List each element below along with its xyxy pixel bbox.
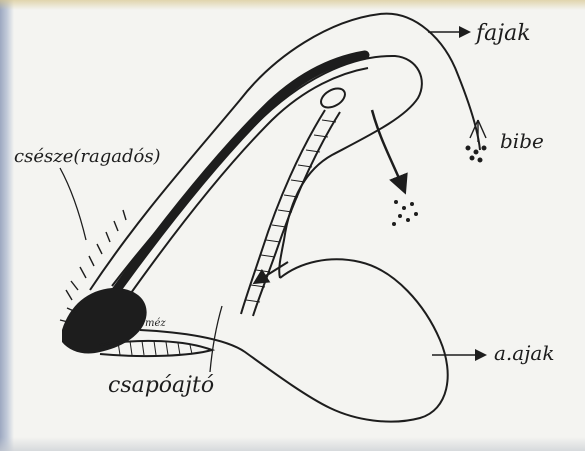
label-mez: méz: [145, 318, 166, 329]
label-a-ajak: a.ajak: [494, 341, 554, 365]
pollen-grains: [392, 200, 418, 226]
csesze-leader: [60, 168, 86, 240]
anther: [318, 85, 349, 112]
upper-lip-inner-outline: [112, 56, 422, 286]
stamen-filament: [115, 55, 365, 292]
stamen-filament-edge: [126, 68, 368, 300]
label-bibe: bibe: [500, 129, 544, 153]
style-column: [241, 110, 325, 314]
label-csapoajto: csapóajtó: [108, 373, 214, 398]
label-fajak: fajak: [474, 21, 531, 46]
pollen-drop-arrow: [372, 110, 404, 190]
label-csesze: csésze(ragadós): [14, 146, 161, 167]
style-column-edge: [253, 112, 340, 316]
